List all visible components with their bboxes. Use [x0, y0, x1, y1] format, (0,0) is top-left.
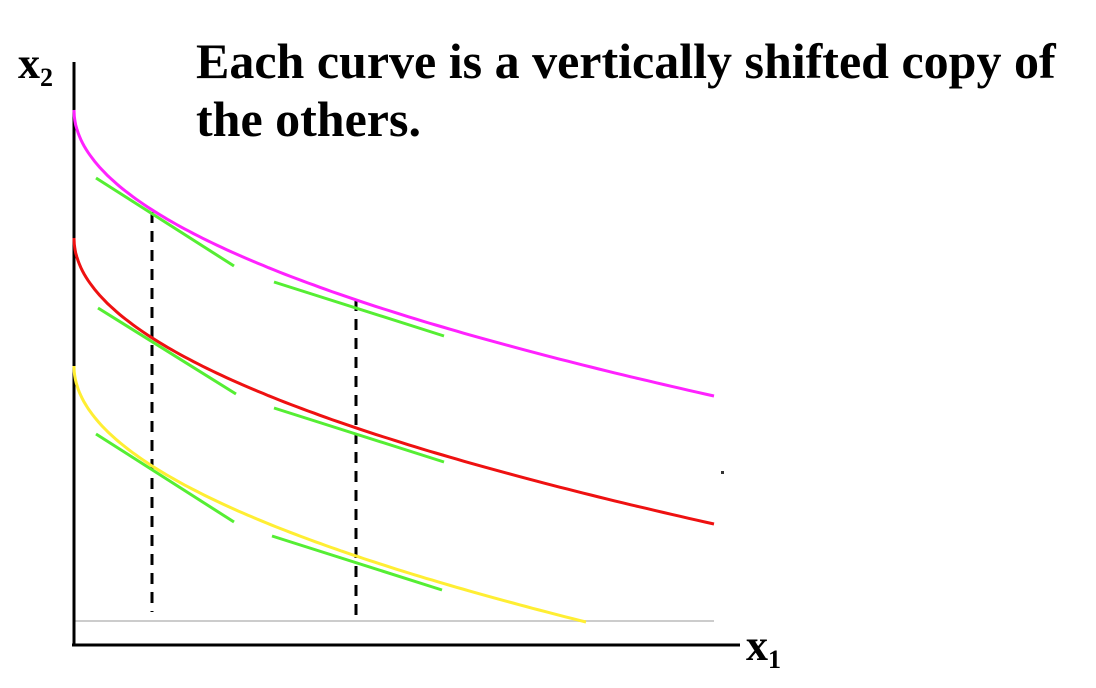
- x-axis-label: x1: [746, 620, 781, 675]
- tangent-bottom-left: [95, 432, 235, 524]
- tangent-bottom-right: [271, 534, 443, 592]
- y-axis-label-main: x: [18, 39, 40, 88]
- y-axis-label-subscript: 2: [40, 63, 53, 92]
- x-axis-label-subscript: 1: [768, 645, 781, 674]
- y-axis-label: x2: [18, 38, 53, 93]
- tangent-top-right: [273, 280, 445, 338]
- curve-bottom: [72, 365, 587, 624]
- tangent-top-left: [95, 176, 235, 268]
- curve-middle: [72, 237, 715, 526]
- tangent-middle-left: [97, 306, 237, 396]
- diagram-title: Each curve is a vertically shifted copy …: [196, 33, 1056, 147]
- stray-dot: [721, 471, 724, 474]
- x-axis-label-main: x: [746, 621, 768, 670]
- curve-top: [72, 109, 715, 398]
- tangent-middle-right: [273, 406, 445, 464]
